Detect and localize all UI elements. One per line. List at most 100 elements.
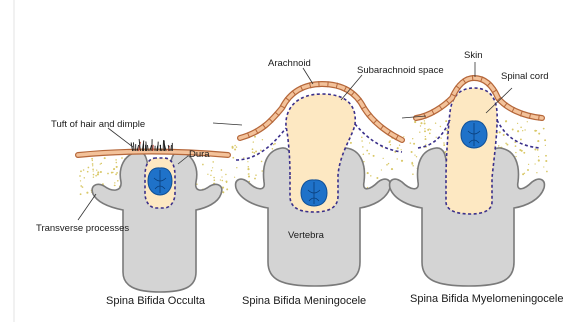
fat-dot: [376, 177, 378, 179]
fat-dot: [222, 191, 224, 193]
fat-dot: [97, 173, 99, 175]
fat-dot: [232, 157, 234, 159]
fat-dot: [440, 138, 441, 139]
fat-dot: [100, 171, 102, 173]
fat-dot: [424, 120, 425, 121]
caption-occulta: Spina Bifida Occulta: [106, 295, 206, 307]
fat-dot: [92, 168, 94, 170]
fat-dot: [116, 162, 118, 164]
fat-dot: [116, 172, 118, 174]
fat-dot: [412, 138, 413, 139]
fat-dot: [221, 169, 223, 171]
label-skin: Skin: [464, 50, 482, 61]
fat-dot: [416, 156, 417, 157]
fat-dot: [435, 123, 436, 124]
fat-dot: [498, 145, 500, 147]
fat-dot: [274, 143, 276, 145]
fat-dot: [413, 143, 415, 145]
fat-dot: [544, 139, 546, 141]
fat-dot: [430, 129, 431, 130]
label-transverse: Transverse processes: [36, 223, 129, 234]
fat-dot: [107, 173, 109, 175]
fat-dot: [412, 173, 414, 175]
skin-segment: [472, 75, 473, 81]
fat-dot: [273, 144, 274, 145]
fat-dot: [83, 169, 85, 171]
label-arachnoid: Arachnoid: [268, 58, 311, 69]
fat-dot: [499, 131, 501, 133]
fat-dot: [527, 121, 528, 122]
fat-dot: [537, 140, 539, 142]
fat-dot: [93, 170, 94, 171]
fat-dot: [87, 171, 89, 173]
fat-dot: [254, 178, 256, 180]
fat-dot: [236, 167, 237, 168]
leader-dura-2: [213, 123, 242, 125]
fat-dot: [528, 164, 529, 165]
caption-myelomeningocele: Spina Bifida Myelomeningocele: [410, 293, 563, 305]
fat-dot: [424, 128, 425, 129]
fat-dot: [425, 144, 426, 145]
fat-dot: [97, 171, 99, 173]
fat-dot: [522, 173, 524, 175]
fat-dot: [234, 145, 236, 147]
fat-dot: [247, 161, 248, 162]
fat-dot: [420, 125, 421, 126]
panel-meningocele: [232, 81, 405, 286]
fat-dot: [399, 145, 400, 146]
fat-dot: [429, 133, 431, 135]
fat-dot: [350, 142, 352, 144]
fat-dot: [362, 146, 364, 148]
fat-dot: [248, 173, 249, 174]
fat-dot: [503, 134, 505, 136]
fat-dot: [226, 188, 228, 190]
fat-dot: [536, 172, 537, 173]
fat-dot: [425, 138, 427, 140]
fat-dot: [101, 163, 103, 165]
fat-dot: [527, 169, 529, 171]
fat-dot: [80, 180, 81, 181]
fat-dot: [114, 185, 116, 187]
fat-dot: [515, 156, 516, 157]
fat-dot: [84, 177, 85, 178]
fat-dot: [253, 141, 254, 142]
fat-dot: [93, 174, 95, 176]
fat-dot: [367, 172, 369, 174]
fat-dot: [262, 139, 263, 140]
fat-dot: [214, 179, 216, 181]
fat-dot: [390, 144, 391, 145]
fat-dot: [545, 160, 547, 162]
fat-dot: [368, 153, 370, 155]
label-spinal-cord: Spinal cord: [501, 71, 549, 82]
fat-dot: [519, 149, 521, 151]
fat-dot: [366, 150, 368, 152]
fat-dot: [524, 129, 525, 130]
fat-dot: [383, 158, 384, 159]
fat-dot: [117, 180, 119, 182]
fat-dot: [86, 192, 88, 194]
dura-left-myelomeningocele: [418, 120, 450, 148]
fat-dot: [80, 185, 82, 187]
fat-dot: [429, 128, 430, 129]
fat-dot: [115, 159, 117, 161]
fat-dot: [88, 167, 90, 169]
fat-dot: [243, 157, 244, 158]
fat-dot: [104, 157, 106, 159]
fat-dot: [261, 170, 263, 172]
fat-dot: [213, 177, 215, 179]
csf-myelomeningocele: [446, 88, 497, 214]
fat-dot: [543, 128, 545, 130]
fat-dot: [538, 156, 539, 157]
fat-dot: [113, 168, 115, 170]
fat-dot: [412, 165, 414, 167]
fat-dot: [93, 176, 94, 177]
fat-dot: [397, 158, 398, 159]
hair-strand: [171, 145, 172, 151]
fat-dot: [436, 137, 437, 138]
fat-dot: [272, 148, 274, 150]
fat-dot: [114, 182, 115, 183]
fat-dot: [512, 129, 514, 131]
fat-dot: [520, 127, 522, 129]
fat-dot: [212, 161, 214, 163]
